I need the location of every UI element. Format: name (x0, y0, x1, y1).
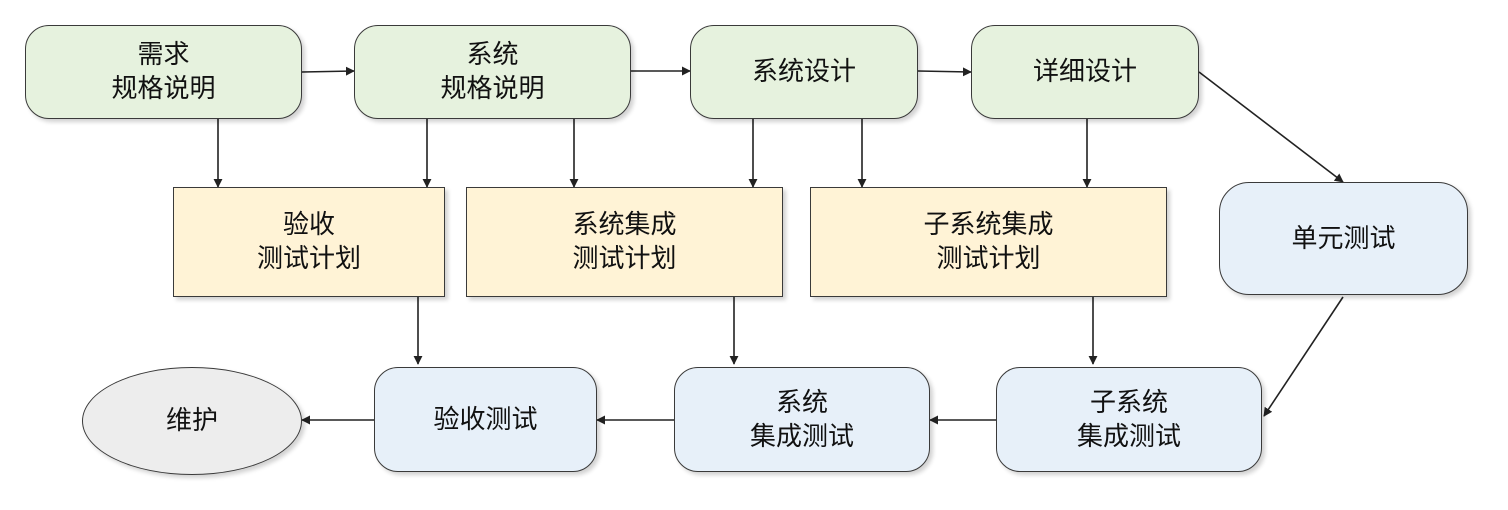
node-maintenance[interactable]: 维护 (82, 367, 302, 475)
arrow-req-to-sys-spec (301, 66, 355, 76)
node-system-integration-test-plan-label: 系统集成 测试计划 (572, 210, 677, 274)
node-acceptance-test-plan[interactable]: 验收 测试计划 (173, 187, 445, 297)
node-acceptance-test-plan-label: 验收 测试计划 (256, 210, 361, 274)
node-subsystem-integration-test-label: 子系统 集成测试 (1076, 387, 1181, 452)
node-unit-test-label: 单元测试 (1291, 223, 1396, 254)
node-system-spec-label: 系统 规格说明 (440, 40, 545, 104)
node-system-design-label: 系统设计 (751, 57, 856, 87)
node-detailed-design-label: 详细设计 (1032, 57, 1137, 87)
node-subsystem-integration-test[interactable]: 子系统 集成测试 (996, 367, 1262, 472)
node-requirements-spec[interactable]: 需求 规格说明 (25, 25, 302, 119)
node-unit-test[interactable]: 单元测试 (1219, 182, 1468, 295)
arrow-detail-design-to-unit-test (1198, 71, 1344, 183)
node-system-design[interactable]: 系统设计 (690, 25, 918, 119)
node-detailed-design[interactable]: 详细设计 (971, 25, 1199, 119)
node-system-spec[interactable]: 系统 规格说明 (354, 25, 631, 119)
node-subsystem-integration-test-plan-label: 子系统集成 测试计划 (923, 210, 1054, 274)
node-maintenance-label: 维护 (165, 406, 218, 436)
arrow-unit-test-to-subint-test (1263, 296, 1344, 417)
node-system-integration-test[interactable]: 系统 集成测试 (674, 367, 930, 472)
node-requirements-spec-label: 需求 规格说明 (111, 40, 216, 104)
node-acceptance-test-label: 验收测试 (433, 404, 538, 435)
node-system-integration-test-plan[interactable]: 系统集成 测试计划 (466, 187, 783, 297)
node-system-integration-test-label: 系统 集成测试 (749, 387, 854, 452)
node-subsystem-integration-test-plan[interactable]: 子系统集成 测试计划 (810, 187, 1167, 297)
node-acceptance-test[interactable]: 验收测试 (374, 367, 597, 472)
arrow-sys-design-to-detail-design (917, 67, 972, 77)
